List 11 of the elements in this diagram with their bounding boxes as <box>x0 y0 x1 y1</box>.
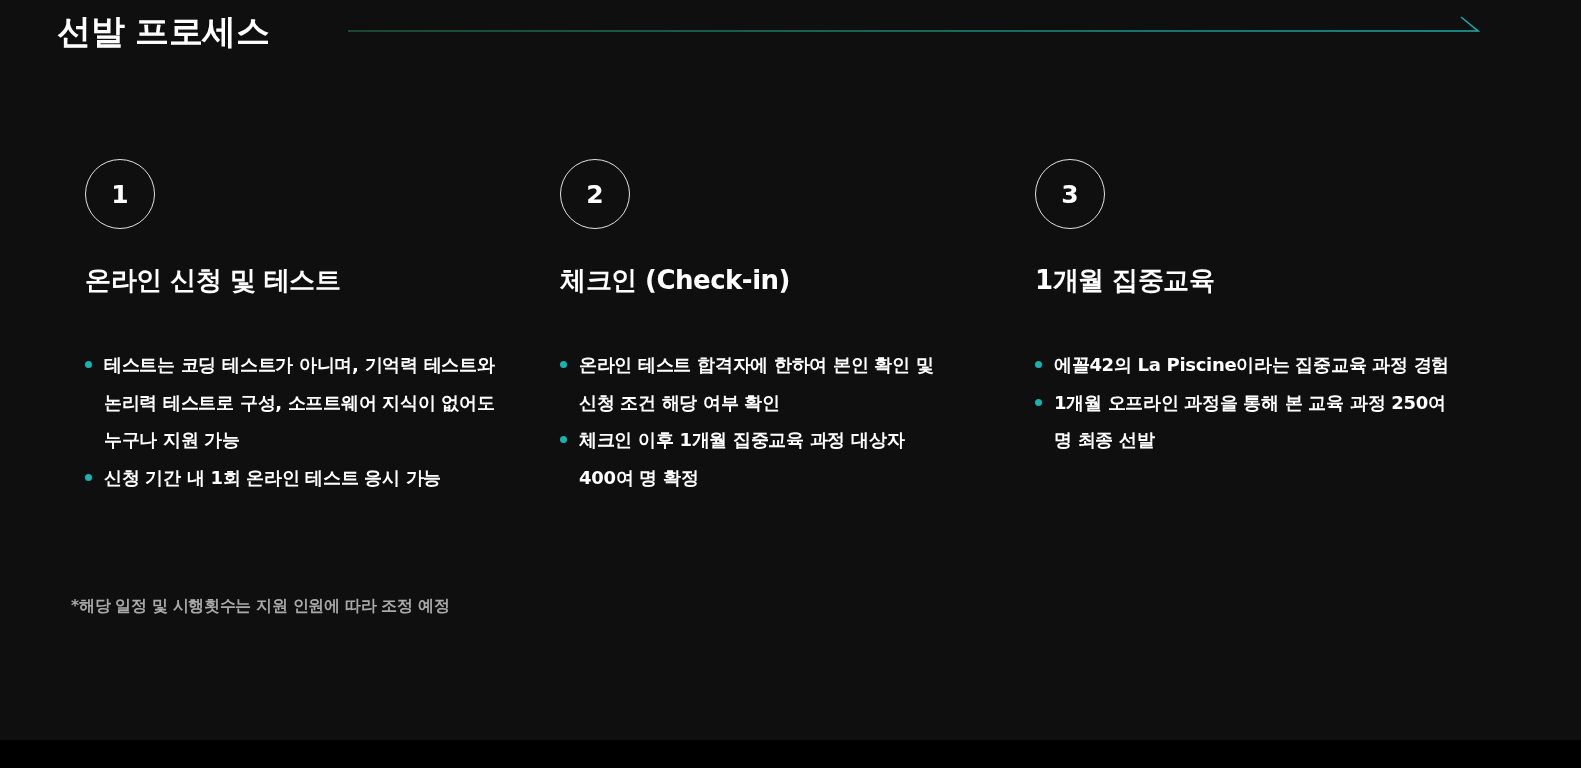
bullet-text: 온라인 테스트 합격자에 한하여 본인 확인 및 신청 조건 해당 여부 확인 <box>579 353 935 415</box>
bullet-text: 에꼴42의 La Piscine이라는 집중교육 과정 경험 <box>1054 353 1450 377</box>
bullet-text: 체크인 이후 1개월 집중교육 과정 대상자 400여 명 확정 <box>579 428 906 491</box>
bullet-text: 테스트는 코딩 테스트가 아니며, 기억력 테스트와 논리력 테스트로 구성, 소프트웨어 지식이 없어도 누구나 지원 가능 <box>104 353 496 453</box>
step-heading: 체크인 (Check-in) <box>560 264 791 297</box>
footnote: *해당 일정 및 시행횟수는 지원 인원에 따라 조정 예정 <box>71 596 450 617</box>
bullet-text: 신청 기간 내 1회 온라인 테스트 응시 가능 <box>104 466 443 491</box>
bullet-text: 1개월 오프라인 과정을 통해 본 교육 과정 250여 명 최종 선발 <box>1054 390 1447 453</box>
section-title: 선발 프로세스 <box>57 10 270 53</box>
step-heading: 1개월 집중교육 <box>1035 264 1216 297</box>
step-heading: 온라인 신청 및 테스트 <box>85 264 342 297</box>
